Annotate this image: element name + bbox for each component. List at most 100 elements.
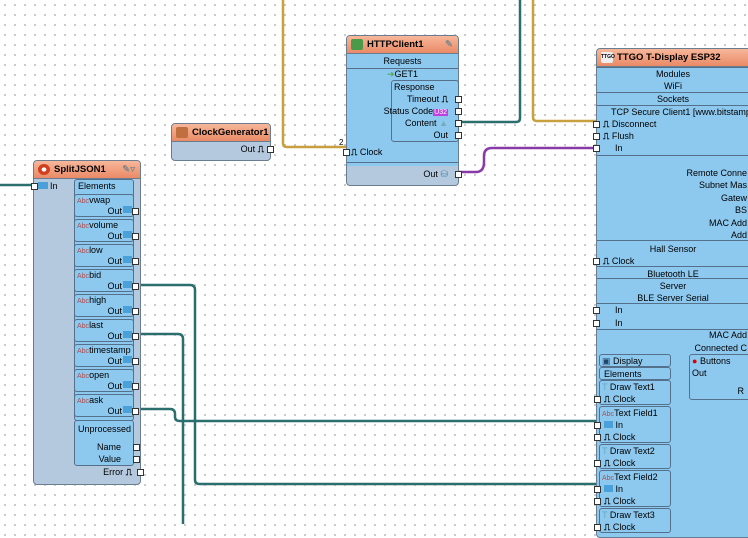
out-pin[interactable] bbox=[132, 258, 139, 265]
content-label: Content bbox=[405, 118, 437, 128]
clock-icon: ⎍ bbox=[603, 256, 610, 266]
info-label: Gatew bbox=[720, 193, 747, 203]
in-label: In bbox=[615, 484, 624, 494]
clock-pin[interactable] bbox=[594, 434, 601, 441]
split-json-component[interactable]: SplitJSON1✎▿ In Elements Abcvwap Out Abc… bbox=[31, 160, 144, 485]
in-pin[interactable] bbox=[31, 183, 38, 190]
tcp-wire bbox=[458, 146, 596, 174]
out-pin[interactable] bbox=[132, 233, 139, 240]
elements-label: Elements bbox=[604, 369, 642, 379]
wifi-label: WiFi bbox=[664, 81, 682, 91]
text-stream-icon bbox=[123, 306, 132, 313]
ttgo-logo: TTGO bbox=[601, 52, 615, 63]
draw-text3[interactable]: T Draw Text3 ⎍ Clock bbox=[594, 508, 671, 533]
text-field2[interactable]: AbcText Field2 In ⎍ Clock bbox=[594, 470, 671, 507]
clock-generator-component[interactable]: ClockGenerator1 Out ⎍ bbox=[171, 123, 274, 161]
text-stream-icon bbox=[123, 381, 132, 388]
text-stream-icon bbox=[123, 406, 132, 413]
socket-icon: ⛁ bbox=[440, 169, 448, 179]
out-pin[interactable] bbox=[132, 358, 139, 365]
out-pin[interactable] bbox=[132, 408, 139, 415]
element-bid[interactable]: Abcbid Out bbox=[74, 269, 139, 292]
timeout-pin[interactable] bbox=[455, 96, 462, 103]
out-pin[interactable] bbox=[132, 308, 139, 315]
element-timestamp[interactable]: Abctimestamp Out bbox=[74, 344, 139, 367]
split-json-in-pin[interactable]: In bbox=[31, 180, 58, 192]
draw-text2[interactable]: T Draw Text2 ⎍ Clock bbox=[594, 444, 671, 469]
clock-pin[interactable] bbox=[594, 524, 601, 531]
element-low[interactable]: Abclow Out bbox=[74, 244, 139, 267]
split-json-icon bbox=[38, 164, 50, 175]
flush-pin[interactable] bbox=[593, 133, 600, 140]
http-client-component[interactable]: HTTPClient1✎ Requests ➜GET1 Response Tim… bbox=[339, 35, 462, 186]
clock-generator-header[interactable]: ClockGenerator1 bbox=[172, 124, 270, 142]
out-pin[interactable] bbox=[455, 171, 462, 178]
text-stream-icon bbox=[123, 281, 132, 288]
element-volume[interactable]: Abcvolume Out bbox=[74, 219, 139, 242]
out-pin[interactable] bbox=[132, 333, 139, 340]
status-code-label: Status Code bbox=[383, 106, 434, 116]
content-wire bbox=[458, 0, 522, 124]
response-out-pin[interactable] bbox=[455, 132, 462, 139]
ble-in1-pin[interactable] bbox=[593, 307, 600, 314]
error-pin[interactable] bbox=[137, 469, 144, 476]
http-client-header[interactable]: HTTPClient1✎ bbox=[347, 36, 458, 54]
out-pin[interactable] bbox=[132, 208, 139, 215]
name-pin[interactable] bbox=[133, 444, 140, 451]
text-icon: Abc bbox=[77, 198, 90, 205]
clock-pin[interactable] bbox=[594, 460, 601, 467]
element-vwap[interactable]: Abcvwap Out bbox=[74, 194, 139, 217]
settings-icon[interactable]: ✎▿ bbox=[122, 164, 135, 175]
text-field1[interactable]: AbcText Field1 In ⎍ Clock bbox=[594, 406, 671, 443]
response-panel: Response Timeout ⎍ Status CodeU32 Conten… bbox=[384, 80, 462, 142]
status-code-pin[interactable] bbox=[455, 108, 462, 115]
out-label: Out bbox=[107, 331, 122, 341]
text-icon: Abc bbox=[77, 373, 90, 380]
element-open[interactable]: Abcopen Out bbox=[74, 369, 139, 392]
element-high[interactable]: Abchigh Out bbox=[74, 294, 139, 317]
element-label: bid bbox=[89, 270, 102, 280]
draw-text1[interactable]: T Draw Text1 ⎍ Clock bbox=[594, 380, 671, 405]
clock-label: Clock bbox=[612, 458, 636, 468]
server-label: Server bbox=[659, 281, 687, 291]
disconnect-pin[interactable] bbox=[593, 121, 600, 128]
text-in-pin[interactable] bbox=[594, 486, 601, 493]
draw-text-icon: T bbox=[602, 446, 608, 456]
out-pin[interactable] bbox=[267, 146, 274, 153]
out-pin[interactable] bbox=[132, 283, 139, 290]
flush-label: Flush bbox=[611, 131, 634, 141]
text-stream-icon bbox=[123, 331, 132, 338]
split-json-header[interactable]: SplitJSON1✎▿ bbox=[34, 161, 140, 179]
display-panel[interactable]: ▣ Display bbox=[599, 354, 671, 367]
draw-text-icon: T bbox=[602, 382, 608, 392]
clock-pin[interactable] bbox=[594, 498, 601, 505]
info-label: MAC Add bbox=[708, 218, 747, 228]
element-last[interactable]: Abclast Out bbox=[74, 319, 139, 342]
text-stream-icon bbox=[123, 206, 132, 213]
value-pin[interactable] bbox=[133, 456, 140, 463]
clock-icon: ⎍ bbox=[351, 147, 358, 157]
clock-pin[interactable] bbox=[594, 396, 601, 403]
divider bbox=[597, 329, 748, 330]
out-pin[interactable] bbox=[132, 383, 139, 390]
info-label: MAC Add bbox=[708, 330, 747, 340]
content-pin[interactable] bbox=[455, 120, 462, 127]
text-stream-icon bbox=[604, 421, 613, 428]
element-label: open bbox=[89, 370, 110, 380]
hall-clock-pin[interactable] bbox=[593, 258, 600, 265]
content-icon: ▲ bbox=[439, 118, 448, 128]
clock-pin[interactable] bbox=[343, 149, 350, 156]
element-label: Draw Text2 bbox=[609, 446, 655, 456]
tcp-in-pin[interactable] bbox=[593, 145, 600, 152]
display-icon: ▣ bbox=[602, 356, 611, 366]
in-label: In bbox=[615, 420, 624, 430]
clock-generator-icon bbox=[176, 127, 188, 138]
text-in-pin[interactable] bbox=[594, 422, 601, 429]
text-icon: Abc bbox=[77, 323, 90, 330]
element-ask[interactable]: Abcask Out bbox=[74, 394, 139, 417]
settings-icon[interactable]: ✎ bbox=[445, 39, 453, 50]
ble-in2-pin[interactable] bbox=[593, 320, 600, 327]
